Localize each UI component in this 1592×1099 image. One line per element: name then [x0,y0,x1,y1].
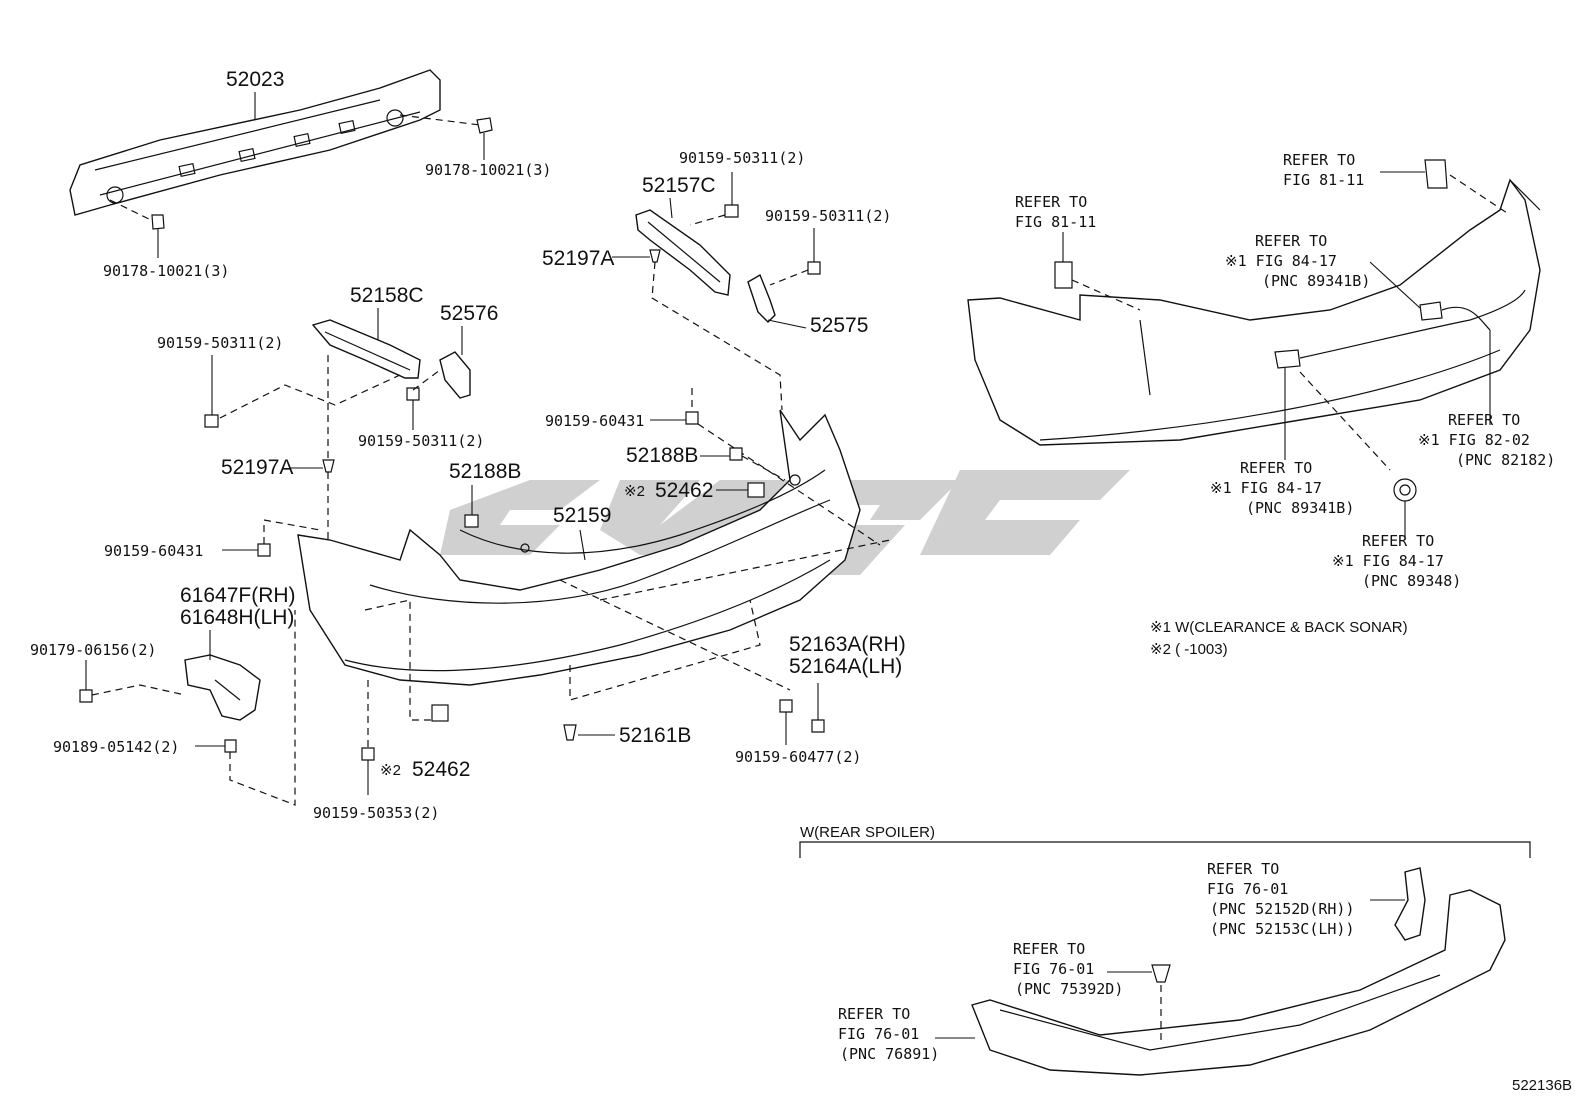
clip-icon[interactable] [1151,964,1171,983]
clip-icon[interactable] [322,459,335,473]
clip-icon[interactable] [464,514,479,528]
label-90159-60431-top[interactable]: 90159-60431 [545,412,644,430]
label-52462-mark-bottom: ※2 [380,762,401,779]
connector-icon[interactable] [1054,261,1073,289]
label-52023[interactable]: 52023 [226,68,284,91]
ref2-line1[interactable]: REFER TO [1283,151,1355,169]
clip-nut-icon[interactable] [476,117,493,134]
ref9-line3[interactable]: (PNC 76891) [840,1045,939,1063]
ref8-line2[interactable]: FIG 76-01 [1013,960,1094,978]
note-2: ※2 ( -1003) [1150,641,1228,658]
label-52462-bottom[interactable]: 52462 [412,758,470,781]
ref6-line1[interactable]: REFER TO [1362,532,1434,550]
label-52462-top[interactable]: 52462 [655,479,713,502]
bolt-icon[interactable] [807,261,821,275]
ref1-line2[interactable]: FIG 81-11 [1015,213,1096,231]
label-61647F[interactable]: 61647F(RH) [180,584,296,607]
part-52575-bracket[interactable] [747,273,776,323]
part-52576-bracket[interactable] [439,351,471,399]
clip-icon[interactable] [649,249,661,263]
sonar-sensor-icon[interactable] [1274,349,1301,369]
label-90159-60477[interactable]: 90159-60477(2) [735,748,861,766]
label-52188B-right[interactable]: 52188B [626,444,698,467]
ref4-line1[interactable]: REFER TO [1448,411,1520,429]
ref5-line3[interactable]: (PNC 89341B) [1246,499,1354,517]
ref4-line3[interactable]: (PNC 82182) [1456,451,1555,469]
pad-icon[interactable] [747,482,765,498]
bolt-icon[interactable] [361,747,375,761]
label-52159[interactable]: 52159 [553,504,611,527]
nut-icon[interactable] [224,739,237,753]
ref9-line2[interactable]: FIG 76-01 [838,1025,919,1043]
label-52158C[interactable]: 52158C [350,284,424,307]
label-90159-50311-b[interactable]: 90159-50311(2) [765,207,891,225]
clip-icon[interactable] [563,724,577,741]
ref7-line2[interactable]: FIG 76-01 [1207,880,1288,898]
part-52158C-retainer[interactable] [311,319,421,379]
bolt-icon[interactable] [724,204,739,218]
ref2-line2[interactable]: FIG 81-11 [1283,171,1364,189]
label-90159-50353[interactable]: 90159-50353(2) [313,804,439,822]
label-90178-10021-top[interactable]: 90178-10021(3) [425,161,551,179]
sonar-sensor-icon[interactable] [1393,478,1417,502]
connector-icon[interactable] [1424,159,1448,189]
bolt-icon[interactable] [204,414,219,428]
label-90179-06156[interactable]: 90179-06156(2) [30,641,156,659]
spoiler-section-title: W(REAR SPOILER) [800,824,935,841]
label-52197A-left[interactable]: 52197A [221,456,293,479]
label-90159-50311-c[interactable]: 90159-50311(2) [157,334,283,352]
sonar-sensor-icon[interactable] [1419,301,1443,321]
part-52159-bumper-cover[interactable] [297,409,861,686]
ref3-line1[interactable]: REFER TO [1255,232,1327,250]
label-52188B-left[interactable]: 52188B [449,460,521,483]
watermark-logo [440,470,1130,575]
bolt-icon[interactable] [779,699,793,713]
label-52161B[interactable]: 52161B [619,724,691,747]
label-90159-60431-left[interactable]: 90159-60431 [104,542,203,560]
clip-nut-icon[interactable] [151,214,165,230]
note-1: ※1 W(CLEARANCE & BACK SONAR) [1150,619,1408,636]
ref8-line3[interactable]: (PNC 75392D) [1015,980,1123,998]
ref5-line1[interactable]: REFER TO [1240,459,1312,477]
label-90178-10021-bottom[interactable]: 90178-10021(3) [103,262,229,280]
label-90189-05142[interactable]: 90189-05142(2) [53,738,179,756]
diagram-id: 522136B [1512,1077,1572,1094]
ref4-line2[interactable]: ※1 FIG 82-02 [1418,431,1530,449]
ref3-line2[interactable]: ※1 FIG 84-17 [1225,252,1337,270]
label-52164A[interactable]: 52164A(LH) [789,655,902,678]
bolt-icon[interactable] [257,543,271,557]
spoiler-bracket-icon[interactable] [1394,867,1426,941]
ref7-line4[interactable]: (PNC 52153C(LH)) [1210,920,1355,938]
label-52197A-top[interactable]: 52197A [542,247,614,270]
label-61648H[interactable]: 61648H(LH) [180,606,294,629]
ref6-line2[interactable]: ※1 FIG 84-17 [1332,552,1444,570]
label-52576[interactable]: 52576 [440,302,498,325]
label-90159-50311-a[interactable]: 90159-50311(2) [679,149,805,167]
label-52163A[interactable]: 52163A(RH) [789,633,906,656]
ref5-line2[interactable]: ※1 FIG 84-17 [1210,479,1322,497]
label-52462-mark-top: ※2 [624,483,645,500]
nut-icon[interactable] [79,689,93,703]
ref1-line1[interactable]: REFER TO [1015,193,1087,211]
ref6-line3[interactable]: (PNC 89348) [1362,572,1461,590]
label-90159-50311-d[interactable]: 90159-50311(2) [358,432,484,450]
ref8-line1[interactable]: REFER TO [1013,940,1085,958]
label-52575[interactable]: 52575 [810,314,868,337]
clip-icon[interactable] [729,447,743,461]
part-52157C-retainer[interactable] [635,209,731,296]
label-52157C[interactable]: 52157C [642,174,716,197]
ref3-line3[interactable]: (PNC 89341B) [1262,272,1370,290]
ref9-line1[interactable]: REFER TO [838,1005,910,1023]
rear-spoiler-part[interactable] [971,889,1506,1076]
part-61647F-bracket[interactable] [184,654,261,721]
part-52023-reinforcement[interactable] [69,69,441,216]
clip-icon[interactable] [811,719,825,733]
bolt-icon[interactable] [685,411,699,425]
ref7-line1[interactable]: REFER TO [1207,860,1279,878]
ref7-line3[interactable]: (PNC 52152D(RH)) [1210,900,1355,918]
pad-icon[interactable] [431,704,449,722]
